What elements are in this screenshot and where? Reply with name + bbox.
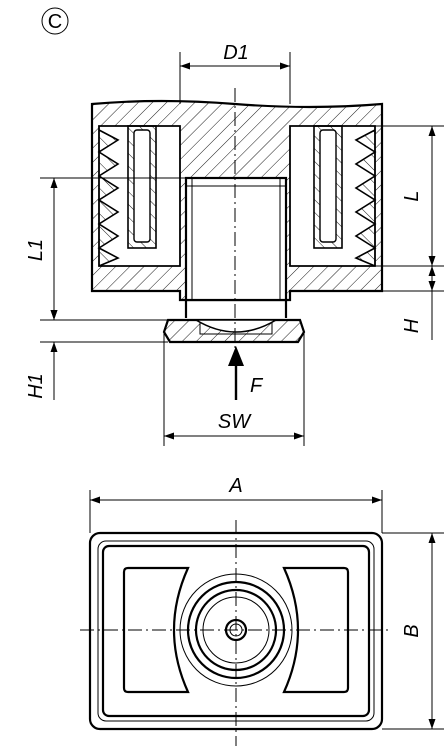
f-label: F — [250, 375, 264, 397]
dimension-d1: D1 — [179, 42, 291, 104]
dimension-l: L — [375, 125, 444, 267]
plan-view — [80, 520, 392, 746]
variant-label: C — [48, 11, 62, 33]
h1-label: H1 — [25, 373, 47, 399]
dimension-l1: L1 — [25, 177, 186, 321]
dimension-h1: H1 — [25, 300, 168, 400]
dimension-a: A — [89, 475, 383, 533]
section-view — [90, 88, 384, 358]
force-arrow: F — [228, 346, 264, 400]
h-label: H — [401, 318, 423, 333]
l-label: L — [401, 190, 423, 201]
dimension-sw: SW — [163, 332, 305, 446]
dimension-h: H — [382, 266, 444, 340]
sw-label: SW — [218, 411, 252, 433]
variant-marker: C — [41, 7, 69, 35]
l1-label: L1 — [25, 239, 47, 261]
b-label: B — [401, 624, 423, 637]
a-label: A — [228, 475, 242, 497]
threaded-bore — [184, 176, 288, 302]
d1-label: D1 — [223, 42, 249, 64]
dimension-b: B — [382, 532, 444, 730]
